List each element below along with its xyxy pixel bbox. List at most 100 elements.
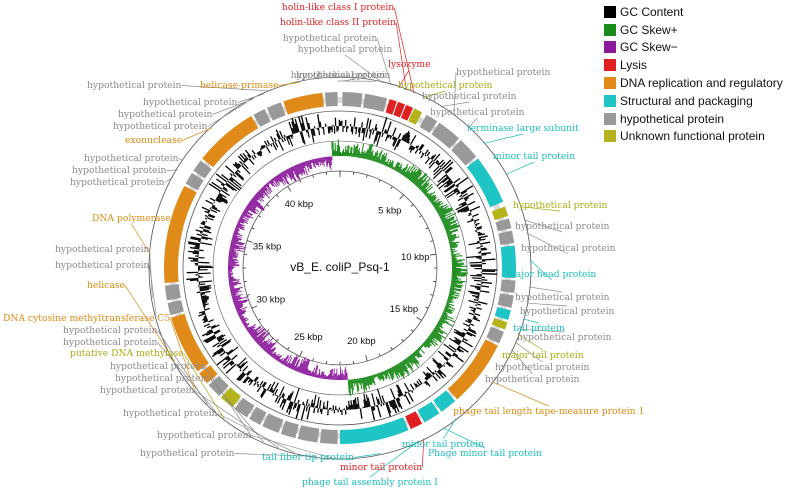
gc-skew-bar — [341, 370, 343, 380]
gc-content-bar — [260, 389, 267, 399]
gc-skew-bar — [403, 359, 410, 369]
gc-skew-bar — [345, 150, 348, 157]
gc-content-bar — [370, 406, 376, 421]
legend-item: GC Content — [604, 3, 783, 21]
gc-content-bar — [230, 362, 235, 366]
annotation-leader-line — [204, 366, 252, 437]
gc-skew-bar — [411, 170, 422, 183]
gene-segment — [447, 339, 498, 400]
gene-segment — [393, 101, 406, 118]
gc-content-bar — [358, 127, 361, 138]
kbp-label: 40 kbp — [285, 199, 314, 210]
gc-content-bar — [217, 349, 225, 355]
gc-skew-bar — [373, 150, 379, 162]
gc-content-bar — [221, 174, 229, 181]
gc-skew-bar — [444, 307, 454, 312]
gene-annotation-label: hypothetical protein — [398, 80, 493, 91]
gc-skew-bar — [263, 185, 272, 194]
gene-annotation-label: hypothetical protein — [513, 200, 608, 211]
gc-skew-bar — [252, 328, 266, 340]
kbp-tick — [390, 186, 393, 190]
gc-content-bar — [421, 151, 423, 153]
gc-skew-bar — [400, 163, 409, 175]
gc-content-bar — [198, 275, 200, 277]
gc-content-bar — [253, 376, 258, 382]
gc-content-bar — [363, 399, 366, 408]
gc-skew-bar — [450, 283, 464, 287]
gc-skew-bar — [285, 169, 293, 181]
gene-segment — [494, 306, 511, 320]
gc-skew-bar — [428, 194, 437, 201]
gc-content-bar — [330, 126, 332, 131]
gc-skew-bar — [451, 281, 462, 285]
gc-content-bar — [204, 210, 210, 214]
gc-content-bar — [305, 406, 309, 412]
gc-skew-bar — [334, 373, 336, 380]
gc-skew-bar — [379, 372, 383, 380]
gc-skew-bar — [357, 148, 361, 158]
legend-swatch — [604, 77, 616, 90]
gc-content-bar — [213, 347, 223, 355]
gc-skew-bar — [266, 341, 277, 354]
gc-content-bar — [198, 310, 205, 314]
gc-content-bar — [208, 319, 214, 323]
gc-skew-bar — [267, 348, 272, 354]
gc-content-bar — [340, 409, 342, 412]
gc-skew-bar — [343, 152, 346, 157]
gc-content-bar — [476, 288, 481, 291]
gc-content-bar — [360, 407, 363, 409]
gc-skew-bar — [286, 169, 293, 179]
gc-content-bar — [317, 408, 320, 413]
annotation-leader-line — [207, 102, 247, 127]
gc-content-bar — [402, 132, 408, 141]
gc-skew-bar — [430, 196, 437, 203]
gc-skew-bar — [451, 273, 467, 276]
gc-content-bar — [196, 291, 201, 294]
gc-content-bar — [354, 397, 358, 410]
gc-skew-bar — [358, 151, 361, 158]
gc-skew-bar — [329, 370, 332, 380]
gc-skew-bar — [438, 208, 453, 217]
gc-skew-bar — [287, 168, 294, 179]
gc-skew-bar — [432, 201, 437, 206]
gc-skew-bar — [435, 205, 444, 211]
gene-ring — [164, 92, 516, 444]
gc-skew-bar — [362, 150, 365, 159]
kbp-tick — [287, 186, 292, 192]
gc-content-bar — [338, 119, 340, 127]
gc-skew-bar — [242, 212, 251, 218]
gc-content-bar — [397, 133, 402, 139]
gc-skew-bar — [259, 189, 264, 194]
gc-skew-bar — [434, 202, 444, 209]
gc-content-bar — [231, 354, 238, 361]
gc-content-bar — [413, 382, 418, 388]
gc-skew-bar — [266, 182, 270, 187]
gc-skew-bar — [446, 300, 452, 304]
gc-skew-bar — [419, 178, 431, 190]
gc-content-bar — [371, 128, 374, 130]
gc-content-bar — [305, 399, 309, 407]
gc-content-bar — [221, 340, 231, 348]
gc-content-bar — [208, 322, 210, 324]
gc-content-bar — [316, 396, 320, 409]
gc-content-bar — [481, 269, 498, 271]
gc-content-bar — [307, 122, 311, 130]
gc-skew-bar — [256, 193, 262, 198]
kbp-tick — [312, 174, 314, 178]
gc-skew-bar — [239, 315, 244, 318]
gc-skew-bar — [298, 363, 303, 373]
gc-content-bar — [475, 296, 479, 299]
gene-annotation-label: minor tail protein — [402, 439, 484, 450]
gc-skew-bar — [310, 159, 312, 164]
annotation-leader-line — [514, 341, 543, 363]
gc-content-bar — [199, 226, 204, 229]
gc-content-bar — [456, 331, 465, 337]
gc-content-bar — [481, 276, 486, 279]
gc-skew-bar — [451, 265, 467, 268]
gc-content-bar — [337, 409, 339, 413]
gc-content-bar — [192, 252, 199, 255]
gc-content-bar — [439, 161, 446, 168]
gc-skew-bar — [368, 375, 373, 386]
gc-content-bar — [270, 136, 275, 143]
